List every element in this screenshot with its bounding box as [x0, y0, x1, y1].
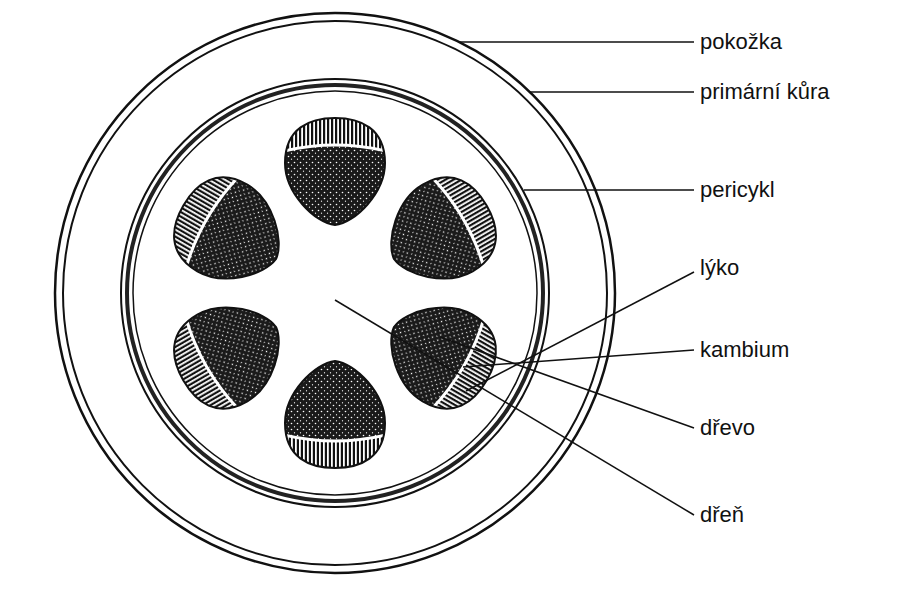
part-label: kambium	[698, 337, 791, 363]
part-label: primární kůra	[698, 79, 832, 105]
leader-lines	[335, 42, 694, 515]
part-label: lýko	[698, 255, 741, 281]
part-label: dřeň	[698, 502, 746, 528]
part-label: pericykl	[698, 177, 777, 203]
part-label: pokožka	[698, 29, 784, 55]
part-label: dřevo	[698, 415, 757, 441]
